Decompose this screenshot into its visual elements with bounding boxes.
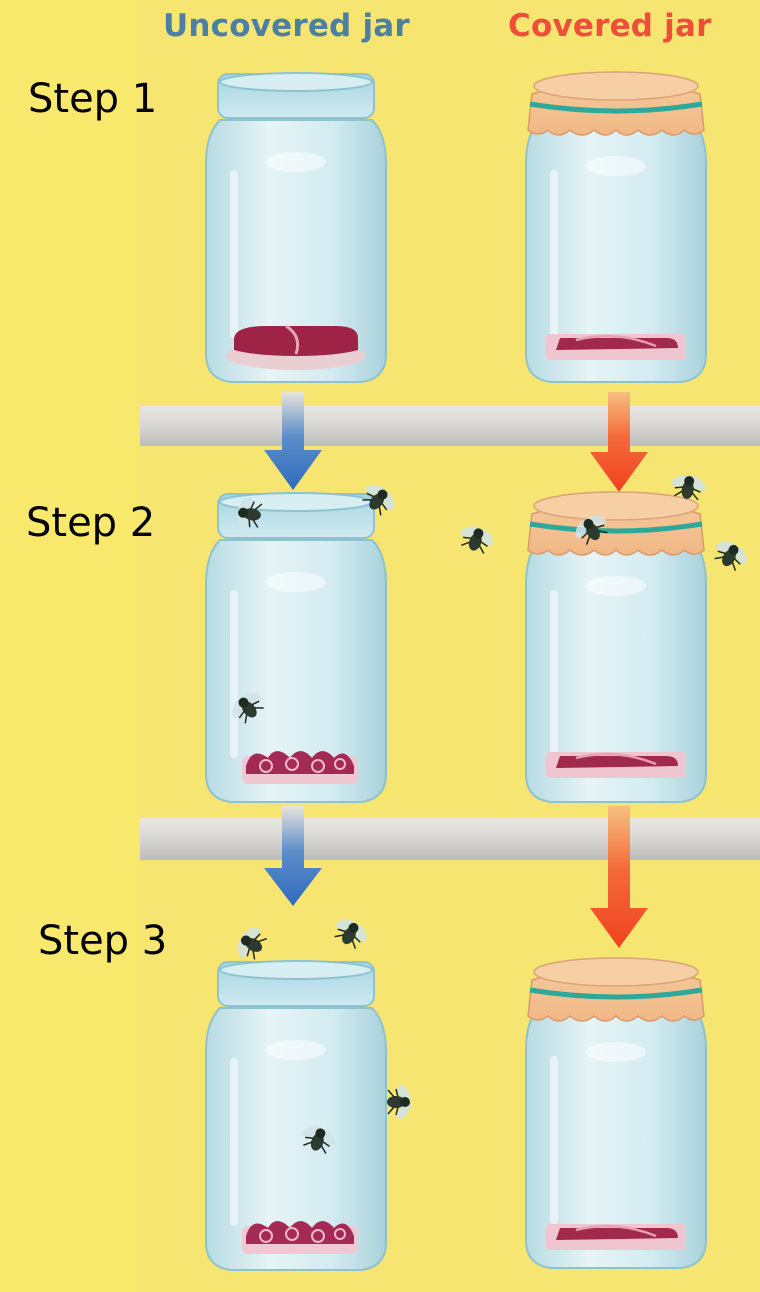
step-1-uncovered-jar [206, 73, 386, 382]
arrow-blue-2 [264, 806, 322, 906]
fly-icon [453, 518, 500, 558]
fly-icon [386, 1082, 415, 1122]
covered-jar-heading: Covered jar [508, 8, 712, 44]
fly-icon [228, 918, 272, 967]
step-1-label: Step 1 [28, 76, 158, 122]
step-3-label: Step 3 [38, 918, 168, 964]
fly-icon [327, 910, 376, 954]
step-3-uncovered-jar [206, 961, 386, 1270]
step-2-uncovered-jar [206, 493, 386, 802]
arrow-red-1 [590, 392, 648, 492]
arrow-blue-1 [264, 392, 322, 490]
arrow-red-2 [590, 806, 648, 948]
shelf-2 [140, 818, 760, 860]
uncovered-jar-heading: Uncovered jar [163, 8, 410, 44]
step-3-covered-jar [526, 958, 706, 1268]
shelf-1 [140, 406, 760, 446]
step-1-covered-jar [526, 72, 706, 382]
step-2-label: Step 2 [26, 500, 156, 546]
step-2-covered-jar [526, 492, 706, 802]
fly-icon [707, 532, 756, 576]
